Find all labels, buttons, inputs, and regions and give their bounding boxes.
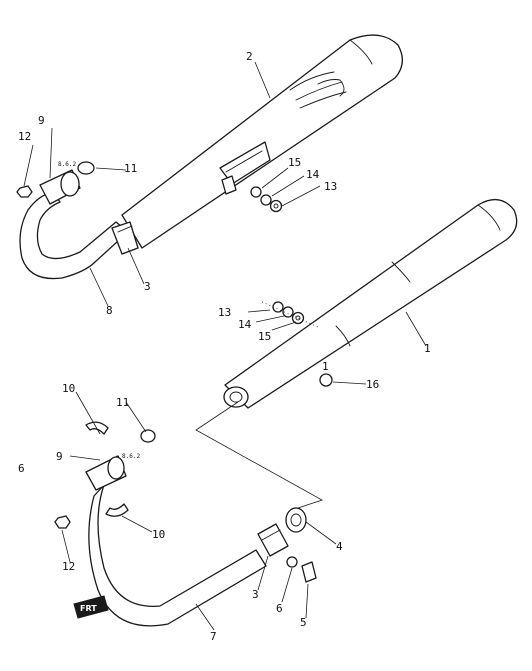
callout-9-lower: 9 <box>56 450 63 463</box>
callout-14-upper: 14 <box>306 168 320 181</box>
callout-14-lower: 14 <box>238 318 252 331</box>
callout-9-upper: 9 <box>38 114 45 127</box>
callout-side-mark: 6 <box>18 462 25 475</box>
callout-10-upper: 10 <box>62 382 75 395</box>
callout-3-upper: 3 <box>144 280 151 293</box>
callout-5: 5 <box>300 616 307 629</box>
upper-exhaust-pipe <box>16 161 139 280</box>
bolt-note-upper: 8.6.2 <box>58 161 76 168</box>
callout-11-upper: 11 <box>124 162 137 175</box>
callout-grommet-mark: 1 <box>322 360 329 373</box>
callout-8: 8 <box>106 304 113 317</box>
callout-16: 16 <box>366 378 379 391</box>
upper-fastener-stack <box>250 186 283 213</box>
grommet <box>319 373 333 387</box>
lower-exhaust-pipe <box>54 421 317 627</box>
callout-15-lower: 15 <box>258 330 271 343</box>
callout-labels: 1 2 3 3 4 5 6 7 8 9 9 10 10 11 11 12 12 … <box>18 50 431 643</box>
callout-12-lower: 12 <box>62 560 75 573</box>
front-mark-label: FRT <box>80 604 97 613</box>
bolt-note-lower: 8.6.2 <box>122 453 140 460</box>
callout-4: 4 <box>336 540 343 553</box>
callout-2: 2 <box>246 50 253 63</box>
upper-muffler <box>121 34 403 249</box>
callout-3-lower: 3 <box>252 588 259 601</box>
callout-11-lower: 11 <box>116 396 129 409</box>
callout-7: 7 <box>210 630 217 643</box>
front-direction-mark: FRT <box>73 595 109 619</box>
callout-13-upper: 13 <box>324 180 337 193</box>
callout-15-upper: 15 <box>288 156 301 169</box>
callout-1: 1 <box>424 342 431 355</box>
callout-6: 6 <box>276 602 283 615</box>
callout-10-lower: 10 <box>152 528 165 541</box>
lower-fastener-stack <box>272 301 305 325</box>
leader-lines <box>23 61 427 631</box>
callout-12-upper: 12 <box>18 130 31 143</box>
callout-13-lower: 13 <box>218 306 231 319</box>
lower-muffler <box>223 198 518 409</box>
